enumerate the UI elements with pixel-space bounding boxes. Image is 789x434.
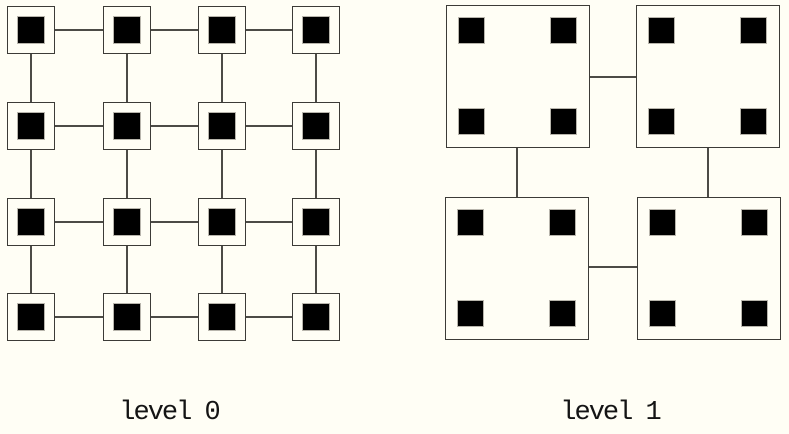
mesh-node-r3c3 <box>292 293 340 341</box>
node-core-square <box>18 17 44 43</box>
cluster-core-square <box>741 109 766 134</box>
cluster-link-h <box>589 76 637 78</box>
cluster-core-square <box>459 109 484 134</box>
mesh-link-h <box>245 125 293 127</box>
cluster-box-0 <box>446 5 590 148</box>
mesh-link-v <box>221 53 223 103</box>
mesh-link-h <box>245 221 293 223</box>
mesh-node-r1c1 <box>103 102 151 150</box>
node-core-square <box>303 17 329 43</box>
mesh-link-h <box>245 316 293 318</box>
mesh-node-r1c0 <box>7 102 55 150</box>
cluster-core-square <box>458 210 483 235</box>
cluster-box-1 <box>636 5 780 148</box>
node-core-square <box>209 209 235 235</box>
cluster-core-square <box>649 18 674 43</box>
node-core-square <box>114 209 140 235</box>
mesh-link-v <box>315 245 317 294</box>
cluster-box-2 <box>445 197 589 340</box>
node-core-square <box>18 304 44 330</box>
mesh-node-r0c0 <box>7 6 55 54</box>
mesh-link-v <box>30 149 32 199</box>
node-core-square <box>114 304 140 330</box>
cluster-core-square <box>458 301 483 326</box>
mesh-link-h <box>54 221 104 223</box>
cluster-core-square <box>551 109 576 134</box>
cluster-core-square <box>650 301 675 326</box>
cluster-core-square <box>650 210 675 235</box>
cluster-link-v <box>516 147 518 198</box>
mesh-link-v <box>126 53 128 103</box>
cluster-core-square <box>459 18 484 43</box>
node-core-square <box>209 113 235 139</box>
node-core-square <box>209 304 235 330</box>
mesh-link-h <box>54 29 104 31</box>
cluster-core-square <box>742 301 767 326</box>
mesh-node-r2c1 <box>103 198 151 246</box>
level0-label: level 0 <box>119 398 220 428</box>
mesh-node-r1c3 <box>292 102 340 150</box>
node-core-square <box>114 113 140 139</box>
mesh-link-v <box>30 245 32 294</box>
mesh-link-v <box>126 149 128 199</box>
mesh-node-r2c2 <box>198 198 246 246</box>
cluster-link-v <box>707 147 709 198</box>
cluster-core-square <box>550 210 575 235</box>
mesh-node-r0c2 <box>198 6 246 54</box>
mesh-link-v <box>30 53 32 103</box>
cluster-core-square <box>551 18 576 43</box>
node-core-square <box>303 209 329 235</box>
mesh-link-v <box>315 53 317 103</box>
mesh-node-r1c2 <box>198 102 246 150</box>
level1-label: level 1 <box>560 398 661 428</box>
mesh-link-h <box>150 221 199 223</box>
mesh-node-r2c0 <box>7 198 55 246</box>
mesh-node-r3c2 <box>198 293 246 341</box>
mesh-link-v <box>221 245 223 294</box>
mesh-link-h <box>150 125 199 127</box>
cluster-core-square <box>550 301 575 326</box>
mesh-node-r0c3 <box>292 6 340 54</box>
node-core-square <box>303 304 329 330</box>
cluster-link-h <box>589 266 638 268</box>
node-core-square <box>303 113 329 139</box>
cluster-core-square <box>741 18 766 43</box>
mesh-link-h <box>150 29 199 31</box>
cluster-box-3 <box>637 197 781 340</box>
node-core-square <box>18 113 44 139</box>
mesh-link-h <box>245 29 293 31</box>
node-core-square <box>18 209 44 235</box>
mesh-node-r3c1 <box>103 293 151 341</box>
mesh-link-v <box>126 245 128 294</box>
mesh-link-v <box>221 149 223 199</box>
mesh-link-v <box>315 149 317 199</box>
mesh-node-r2c3 <box>292 198 340 246</box>
cluster-core-square <box>649 109 674 134</box>
node-core-square <box>114 17 140 43</box>
mesh-node-r0c1 <box>103 6 151 54</box>
cluster-core-square <box>742 210 767 235</box>
mesh-link-h <box>54 125 104 127</box>
node-core-square <box>209 17 235 43</box>
mesh-node-r3c0 <box>7 293 55 341</box>
mesh-link-h <box>54 316 104 318</box>
mesh-link-h <box>150 316 199 318</box>
